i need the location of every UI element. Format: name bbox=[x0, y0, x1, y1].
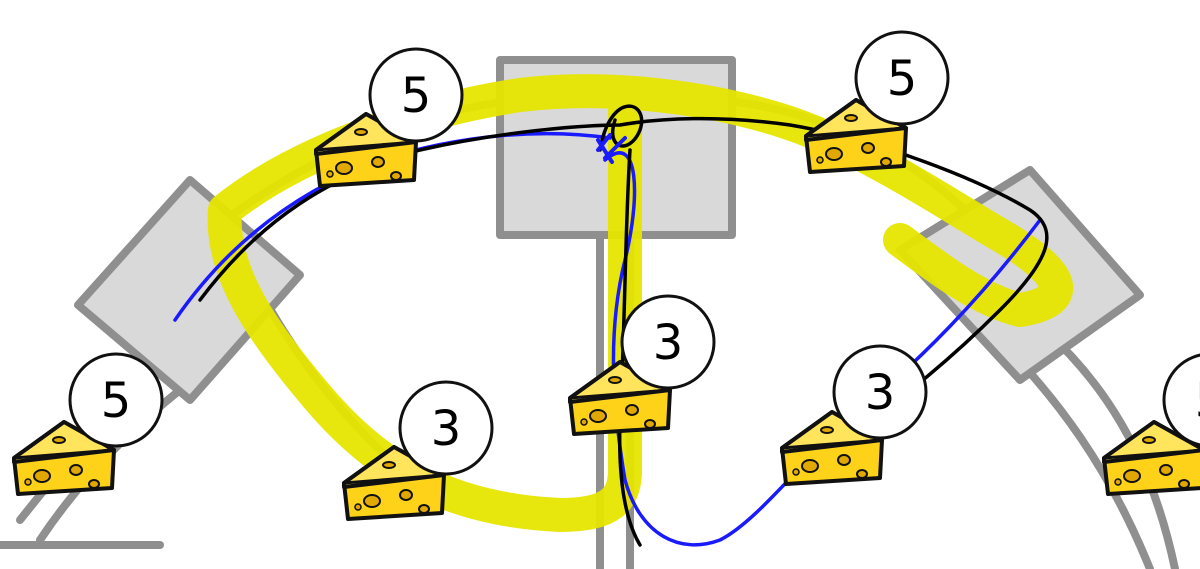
path-arrowhead bbox=[596, 133, 627, 164]
points-label: 3 bbox=[865, 365, 896, 421]
points-label: 5 bbox=[401, 68, 432, 124]
points-label: 3 bbox=[431, 401, 462, 457]
points-badge bbox=[854, 30, 950, 126]
points-badge bbox=[1162, 353, 1200, 447]
cheese-node-far-right[interactable]: 5 bbox=[1102, 353, 1200, 496]
cheese-node-center[interactable]: 3 bbox=[568, 294, 716, 436]
points-label: 3 bbox=[653, 315, 684, 371]
cheese-node-lower-left[interactable]: 3 bbox=[342, 380, 494, 521]
cheese-node-upper-left[interactable]: 5 bbox=[314, 47, 464, 188]
points-badge bbox=[368, 47, 464, 143]
cheese-node-upper-right[interactable]: 5 bbox=[804, 30, 950, 174]
points-badge bbox=[68, 352, 164, 448]
points-badge bbox=[832, 344, 928, 440]
points-badge bbox=[398, 380, 494, 476]
room-left bbox=[74, 176, 304, 404]
cheese-node-far-left[interactable]: 5 bbox=[12, 352, 164, 496]
points-badge bbox=[620, 294, 716, 390]
points-label: 5 bbox=[1195, 373, 1200, 429]
cheese-node-lower-right[interactable]: 3 bbox=[780, 344, 928, 486]
points-label: 5 bbox=[101, 373, 132, 429]
points-label: 5 bbox=[887, 51, 918, 107]
